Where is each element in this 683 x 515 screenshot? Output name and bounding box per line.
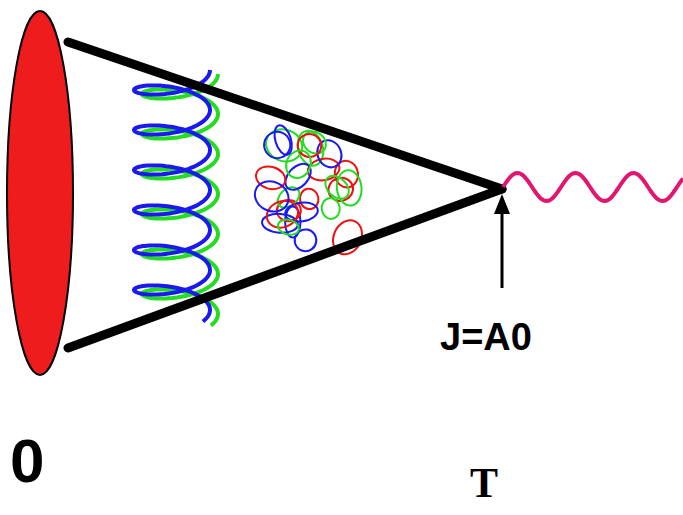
photon-wave <box>503 173 683 201</box>
gluon-helix <box>134 70 210 322</box>
time-t-label: T <box>470 462 498 504</box>
gluon-loop <box>320 197 341 220</box>
current-label: J=A0 <box>440 318 532 356</box>
gluon-coils <box>134 70 218 326</box>
gluon-loop <box>263 196 303 232</box>
gluon-loop <box>276 217 300 237</box>
quark-line <box>68 42 502 189</box>
time-zero-label: 0 <box>10 430 44 492</box>
gluon-tangle <box>250 123 368 259</box>
pointer-arrow <box>501 212 504 288</box>
gluon-loop <box>282 146 316 182</box>
quark-line <box>68 189 502 348</box>
arrow-head <box>494 194 510 214</box>
gluon-loop <box>250 176 294 217</box>
gluon-loop <box>261 124 307 167</box>
source-ellipse <box>7 11 73 375</box>
gluon-loop <box>253 163 288 192</box>
gluon-loop <box>271 123 295 157</box>
gluon-loop <box>335 169 363 207</box>
